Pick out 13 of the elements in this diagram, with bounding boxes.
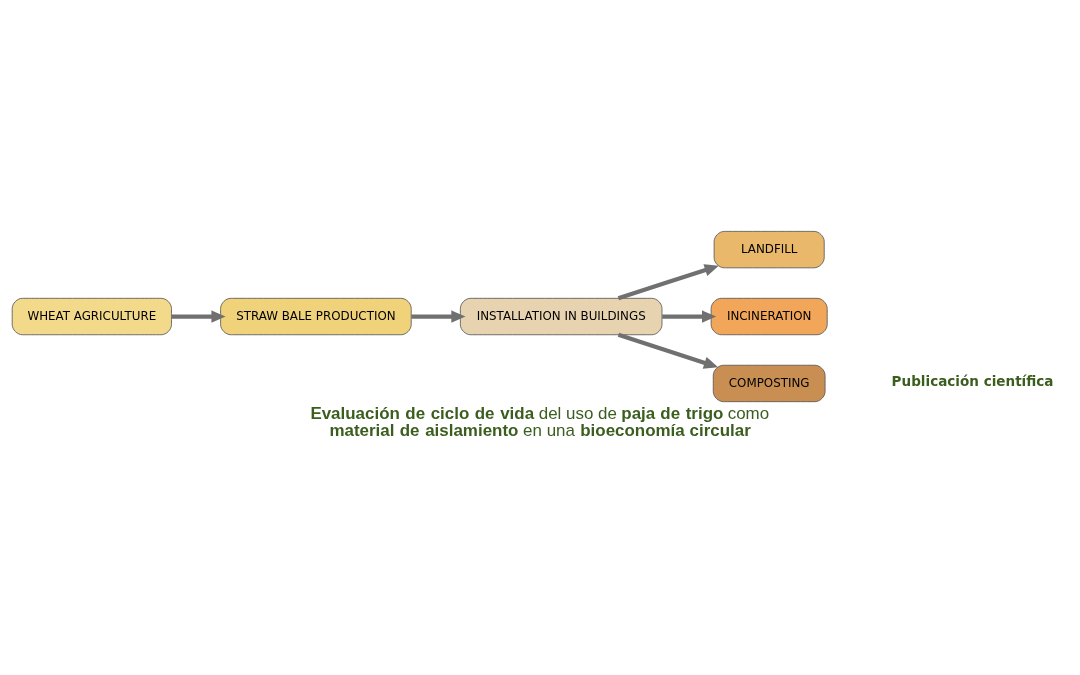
arrow xyxy=(662,310,717,323)
node-box: INCINERATION xyxy=(710,297,828,336)
arrow xyxy=(617,332,719,369)
arrow xyxy=(617,264,719,301)
label: Publicación científica xyxy=(891,372,1054,389)
caption: Evaluación de ciclo de vida del uso de paja de trigo como material de aislamiento en una bioeconomía circular xyxy=(310,404,770,440)
node-box: COMPOSTING xyxy=(712,364,826,403)
arrow xyxy=(171,310,226,323)
node-box: STRAW BALE PRODUCTION xyxy=(220,297,412,336)
node-box: INSTALLATION IN BUILDINGS xyxy=(459,297,663,336)
node-box: WHEAT AGRICULTURE xyxy=(11,297,172,336)
node-box: LANDFILL xyxy=(713,230,825,269)
arrow xyxy=(411,310,466,323)
